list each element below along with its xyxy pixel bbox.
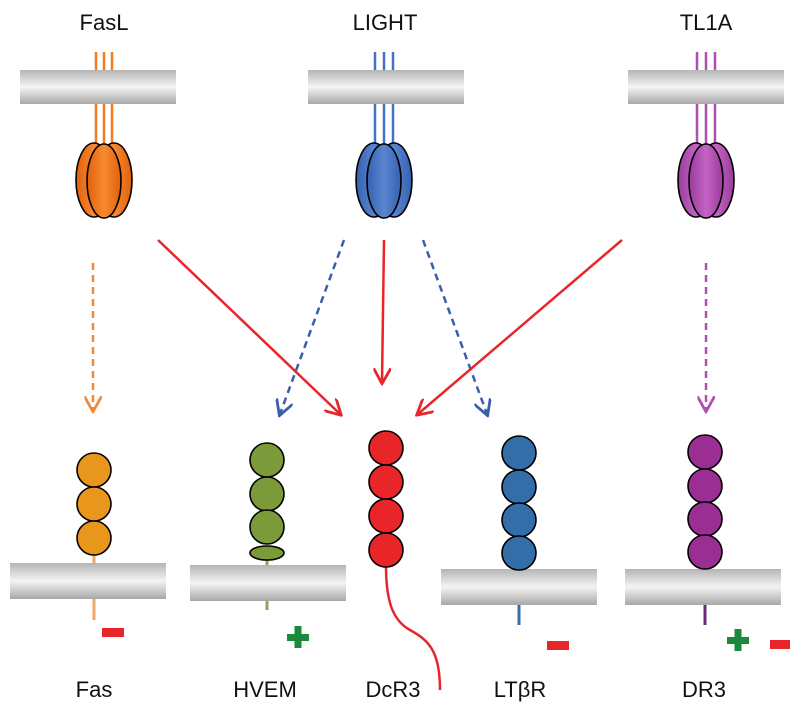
ligand-label-fasl: FasL [80,10,129,35]
minus-sign [102,628,124,637]
receptor-ltbr [441,435,597,650]
ligand-label-tl1a: TL1A [680,10,733,35]
ligand-tl1a [628,52,784,219]
receptor-label-fas: Fas [76,677,113,702]
minus-sign [547,641,569,650]
ligand-label-light: LIGHT [353,10,418,35]
membrane [10,563,166,599]
membrane [20,70,176,104]
ligand-light [308,52,464,219]
binding-arrows [93,239,706,414]
receptor-label-dr3: DR3 [682,677,726,702]
membrane [190,565,346,601]
plus-sign [727,629,749,651]
membrane [625,569,781,605]
arrow-light-hvem [280,239,346,414]
membrane [308,70,464,104]
arrow-tl1a-dcr3 [418,239,623,414]
minus-sign [770,640,790,649]
receptor-dcr3 [368,430,442,691]
receptor-fas [10,452,166,637]
membrane [441,569,597,605]
receptor-label-hvem: HVEM [233,677,297,702]
receptor-hvem [190,442,346,648]
membrane [628,70,784,104]
plus-sign [287,626,309,648]
receptor-label-dcr3: DcR3 [365,677,420,702]
receptor-dr3 [625,434,790,651]
ligand-fasl [20,52,176,219]
arrow-light-ltbr [421,239,487,414]
arrow-fasl-dcr3 [157,239,340,414]
receptor-label-ltbr: LTβR [494,677,547,702]
arrow-light-dcr3 [382,239,384,382]
